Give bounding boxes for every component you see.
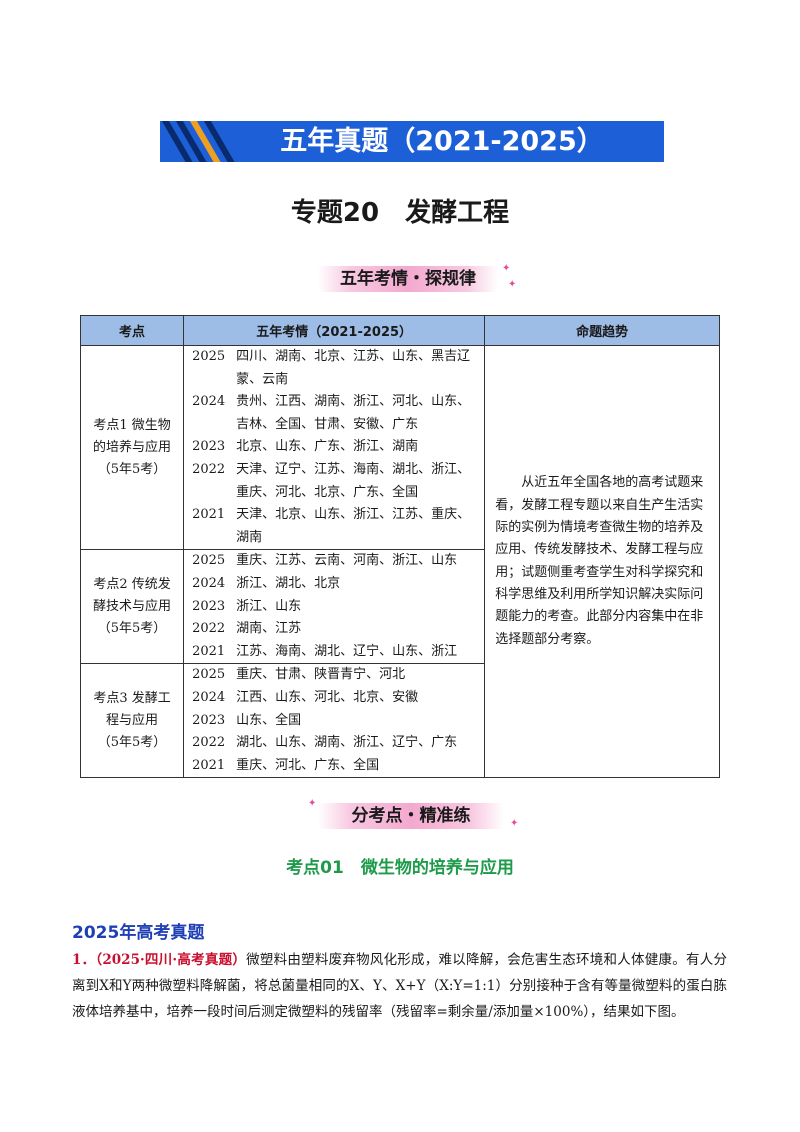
knowledge-point-line: （5年5考） [97, 461, 167, 477]
province-list: 重庆、河北、广东、全国 [236, 757, 380, 773]
year-label: 2025 [192, 667, 226, 683]
section-title: 考点01 微生物的培养与应用 [286, 858, 514, 878]
years-cell: 2025 四川、湖南、北京、江苏、山东、黑吉辽蒙、云南 2024 贵州、江西、湖南、… [183, 344, 486, 551]
practice-label: 分考点・精准练 [351, 806, 471, 826]
knowledge-point-line: 考点3 发酵工 [93, 690, 171, 706]
year-label: 2022 [192, 735, 226, 751]
province-list: 天津、北京、山东、浙江、江苏、重庆、湖南 [236, 507, 471, 545]
question-text: 微塑料由塑料废弃物风化形成，难以降解，会危害生态环境和人体健康。有人分离到X和Y… [72, 952, 727, 1020]
province-list: 江苏、海南、湖北、辽宁、山东、浙江 [236, 643, 458, 659]
year-entry: 2022 湖南、江苏 [192, 618, 480, 641]
year-entry: 2023 浙江、山东 [192, 596, 480, 619]
exam-analysis-label: 五年考情・探规律 [340, 269, 476, 289]
year-label: 2021 [192, 507, 226, 523]
header-cell: 命题趋势 [484, 315, 720, 346]
year-label: 2025 [192, 553, 226, 569]
knowledge-point-cell: 考点2 传统发 酵技术与应用 （5年5考） [79, 549, 185, 665]
year-entry: 2024 贵州、江西、湖南、浙江、河北、山东、吉林、全国、甘肃、安徽、广东 [192, 391, 480, 436]
exam-trend-table: 考点 五年考情（2021-2025） 命题趋势 考点1 微生物 的培养与应用 （… [79, 315, 720, 779]
province-list: 四川、湖南、北京、江苏、山东、黑吉辽蒙、云南 [236, 349, 471, 387]
exam-analysis-heading: 五年考情・探规律 ✦ ✦ [318, 264, 516, 292]
knowledge-point-line: 酵技术与应用 [93, 598, 172, 614]
table-row: 考点2 传统发 酵技术与应用 （5年5考） 2025 重庆、江苏、云南、河南、浙江… [79, 549, 720, 665]
sparkle-icon: ✦ [508, 279, 517, 290]
year-entry: 2023 北京、山东、广东、浙江、湖南 [192, 436, 480, 459]
province-list: 天津、辽宁、江苏、海南、湖北、浙江、重庆、河北、北京、广东、全国 [236, 461, 471, 500]
province-list: 重庆、甘肃、陕晋青宁、河北 [236, 667, 406, 683]
header-cell: 五年考情（2021-2025） [183, 315, 486, 346]
header-cell: 考点 [79, 315, 185, 346]
province-list: 重庆、江苏、云南、河南、浙江、山东 [236, 553, 458, 569]
title-banner: 五年真题（2021-2025） [160, 121, 664, 162]
province-list: 北京、山东、广东、浙江、湖南 [236, 439, 419, 455]
year-entry: 2025 重庆、江苏、云南、河南、浙江、山东 [192, 550, 480, 573]
province-list: 浙江、山东 [236, 598, 302, 614]
year-label: 2022 [192, 621, 226, 637]
year-label: 2023 [192, 712, 226, 728]
year-entry: 2024 江西、山东、河北、北京、安徽 [192, 687, 480, 710]
trend-cell: 从近五年全国各地的高考试题来看，发酵工程专题以来自生产生活实际的实例为情境考查微… [484, 344, 720, 779]
table-row: 考点1 微生物 的培养与应用 （5年5考） 2025 四川、湖南、北京、江苏、山东… [79, 344, 720, 779]
year-label: 2023 [192, 598, 226, 614]
table-header-row: 考点 五年考情（2021-2025） 命题趋势 [79, 315, 720, 346]
knowledge-point-line: 的培养与应用 [93, 439, 172, 455]
question-1: 1．（2025·四川·高考真题）微塑料由塑料废弃物风化形成，难以降解，会危害生态… [72, 947, 727, 1025]
province-list: 江西、山东、河北、北京、安徽 [236, 689, 419, 705]
year-entry: 2024 浙江、湖北、北京 [192, 573, 480, 596]
year-entry: 2023 山东、全国 [192, 710, 480, 733]
province-list: 湖北、山东、湖南、浙江、辽宁、广东 [236, 735, 458, 751]
sparkle-icon: ✦ [510, 818, 519, 829]
year-entry: 2022 湖北、山东、湖南、浙江、辽宁、广东 [192, 732, 480, 755]
province-list: 贵州、江西、湖南、浙江、河北、山东、吉林、全国、甘肃、安徽、广东 [236, 394, 471, 432]
question-number: 1． [72, 952, 96, 968]
province-list: 湖南、江苏 [236, 621, 302, 637]
table-row: 考点3 发酵工 程与应用 （5年5考） 2025 重庆、甘肃、陕晋青宁、河北 20… [79, 663, 720, 779]
year-label: 2023 [192, 439, 226, 455]
year-label: 2024 [192, 689, 226, 705]
year-entry: 2025 四川、湖南、北京、江苏、山东、黑吉辽蒙、云南 [192, 346, 480, 391]
years-cell: 2025 重庆、甘肃、陕晋青宁、河北 2024 江西、山东、河北、北京、安徽 202… [183, 663, 486, 779]
year-label: 2025 [192, 349, 226, 364]
year-label: 2021 [192, 643, 226, 659]
topic-title: 专题20 发酵工程 [290, 198, 510, 228]
knowledge-point-cell: 考点3 发酵工 程与应用 （5年5考） [79, 663, 185, 779]
knowledge-point-line: 程与应用 [106, 712, 159, 728]
knowledge-point-line: （5年5考） [97, 620, 167, 636]
year-label: 2021 [192, 757, 226, 773]
sparkle-icon: ✦ [308, 798, 317, 809]
year-label: 2024 [192, 394, 226, 410]
year-entry: 2021 江苏、海南、湖北、辽宁、山东、浙江 [192, 641, 480, 664]
province-list: 山东、全国 [236, 712, 302, 728]
banner-title: 五年真题（2021-2025） [280, 126, 604, 157]
years-cell: 2025 重庆、江苏、云南、河南、浙江、山东 2024 浙江、湖北、北京 2023 浙… [183, 549, 486, 665]
year-entry: 2021 重庆、河北、广东、全国 [192, 755, 480, 778]
year-label: 2024 [192, 575, 226, 591]
knowledge-point-line: 考点2 传统发 [93, 576, 171, 592]
knowledge-point-line: （5年5考） [97, 734, 167, 750]
question-source: （2025·四川·高考真题） [95, 952, 247, 968]
practice-heading: 分考点・精准练 ✦ ✦ [308, 799, 518, 829]
province-list: 浙江、湖北、北京 [236, 575, 341, 591]
year-heading: 2025年高考真题 [72, 923, 205, 943]
sparkle-icon: ✦ [502, 263, 511, 274]
year-label: 2022 [192, 461, 226, 477]
year-entry: 2021 天津、北京、山东、浙江、江苏、重庆、湖南 [192, 504, 480, 549]
knowledge-point-cell: 考点1 微生物 的培养与应用 （5年5考） [79, 344, 185, 551]
knowledge-point-line: 考点1 微生物 [93, 417, 171, 433]
year-entry: 2025 重庆、甘肃、陕晋青宁、河北 [192, 664, 480, 687]
year-entry: 2022 天津、辽宁、江苏、海南、湖北、浙江、重庆、河北、北京、广东、全国 [192, 459, 480, 504]
